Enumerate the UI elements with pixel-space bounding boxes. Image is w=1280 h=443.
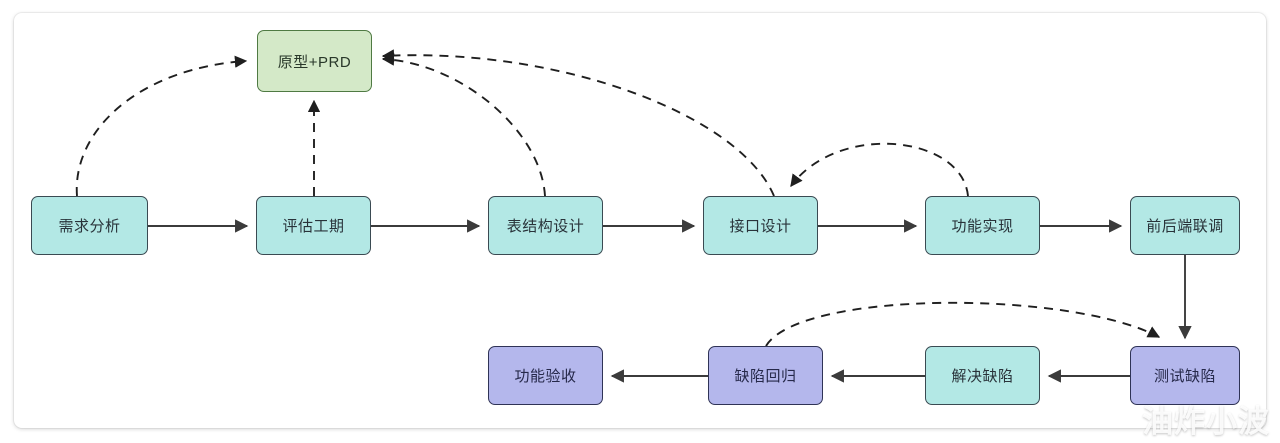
diagram-canvas-card — [14, 13, 1266, 428]
edge-req-to-prd — [75, 55, 248, 197]
dashed-edges — [75, 49, 1161, 347]
solid-edges — [148, 219, 1192, 383]
node-label: 接口设计 — [729, 218, 792, 235]
node-label: 测试缺陷 — [1153, 368, 1216, 385]
node-label: 前后端联调 — [1146, 218, 1224, 235]
node-req[interactable]: 需求分析 — [31, 196, 148, 255]
edge-regress-to-testbug — [765, 301, 1161, 347]
node-accept[interactable]: 功能验收 — [488, 346, 603, 405]
node-label: 原型+PRD — [277, 53, 352, 71]
node-prd[interactable]: 原型+PRD — [257, 30, 372, 92]
node-joint[interactable]: 前后端联调 — [1130, 196, 1240, 255]
node-label: 功能实现 — [951, 218, 1014, 235]
node-feature[interactable]: 功能实现 — [925, 196, 1040, 255]
node-label: 缺陷回归 — [734, 368, 797, 385]
node-label: 评估工期 — [282, 218, 345, 235]
node-label: 解决缺陷 — [951, 368, 1014, 385]
node-estimate[interactable]: 评估工期 — [256, 196, 371, 255]
node-schema[interactable]: 表结构设计 — [488, 196, 603, 255]
node-testbug[interactable]: 测试缺陷 — [1130, 346, 1240, 405]
edge-schema-to-prd — [381, 53, 546, 197]
node-regress[interactable]: 缺陷回归 — [708, 346, 823, 405]
node-label: 需求分析 — [58, 218, 121, 235]
node-api[interactable]: 接口设计 — [703, 196, 818, 255]
node-label: 功能验收 — [514, 368, 577, 385]
edge-feature-to-api — [790, 142, 969, 197]
edge-api-to-prd — [381, 49, 775, 197]
node-fixbug[interactable]: 解决缺陷 — [925, 346, 1040, 405]
node-label: 表结构设计 — [506, 218, 585, 235]
